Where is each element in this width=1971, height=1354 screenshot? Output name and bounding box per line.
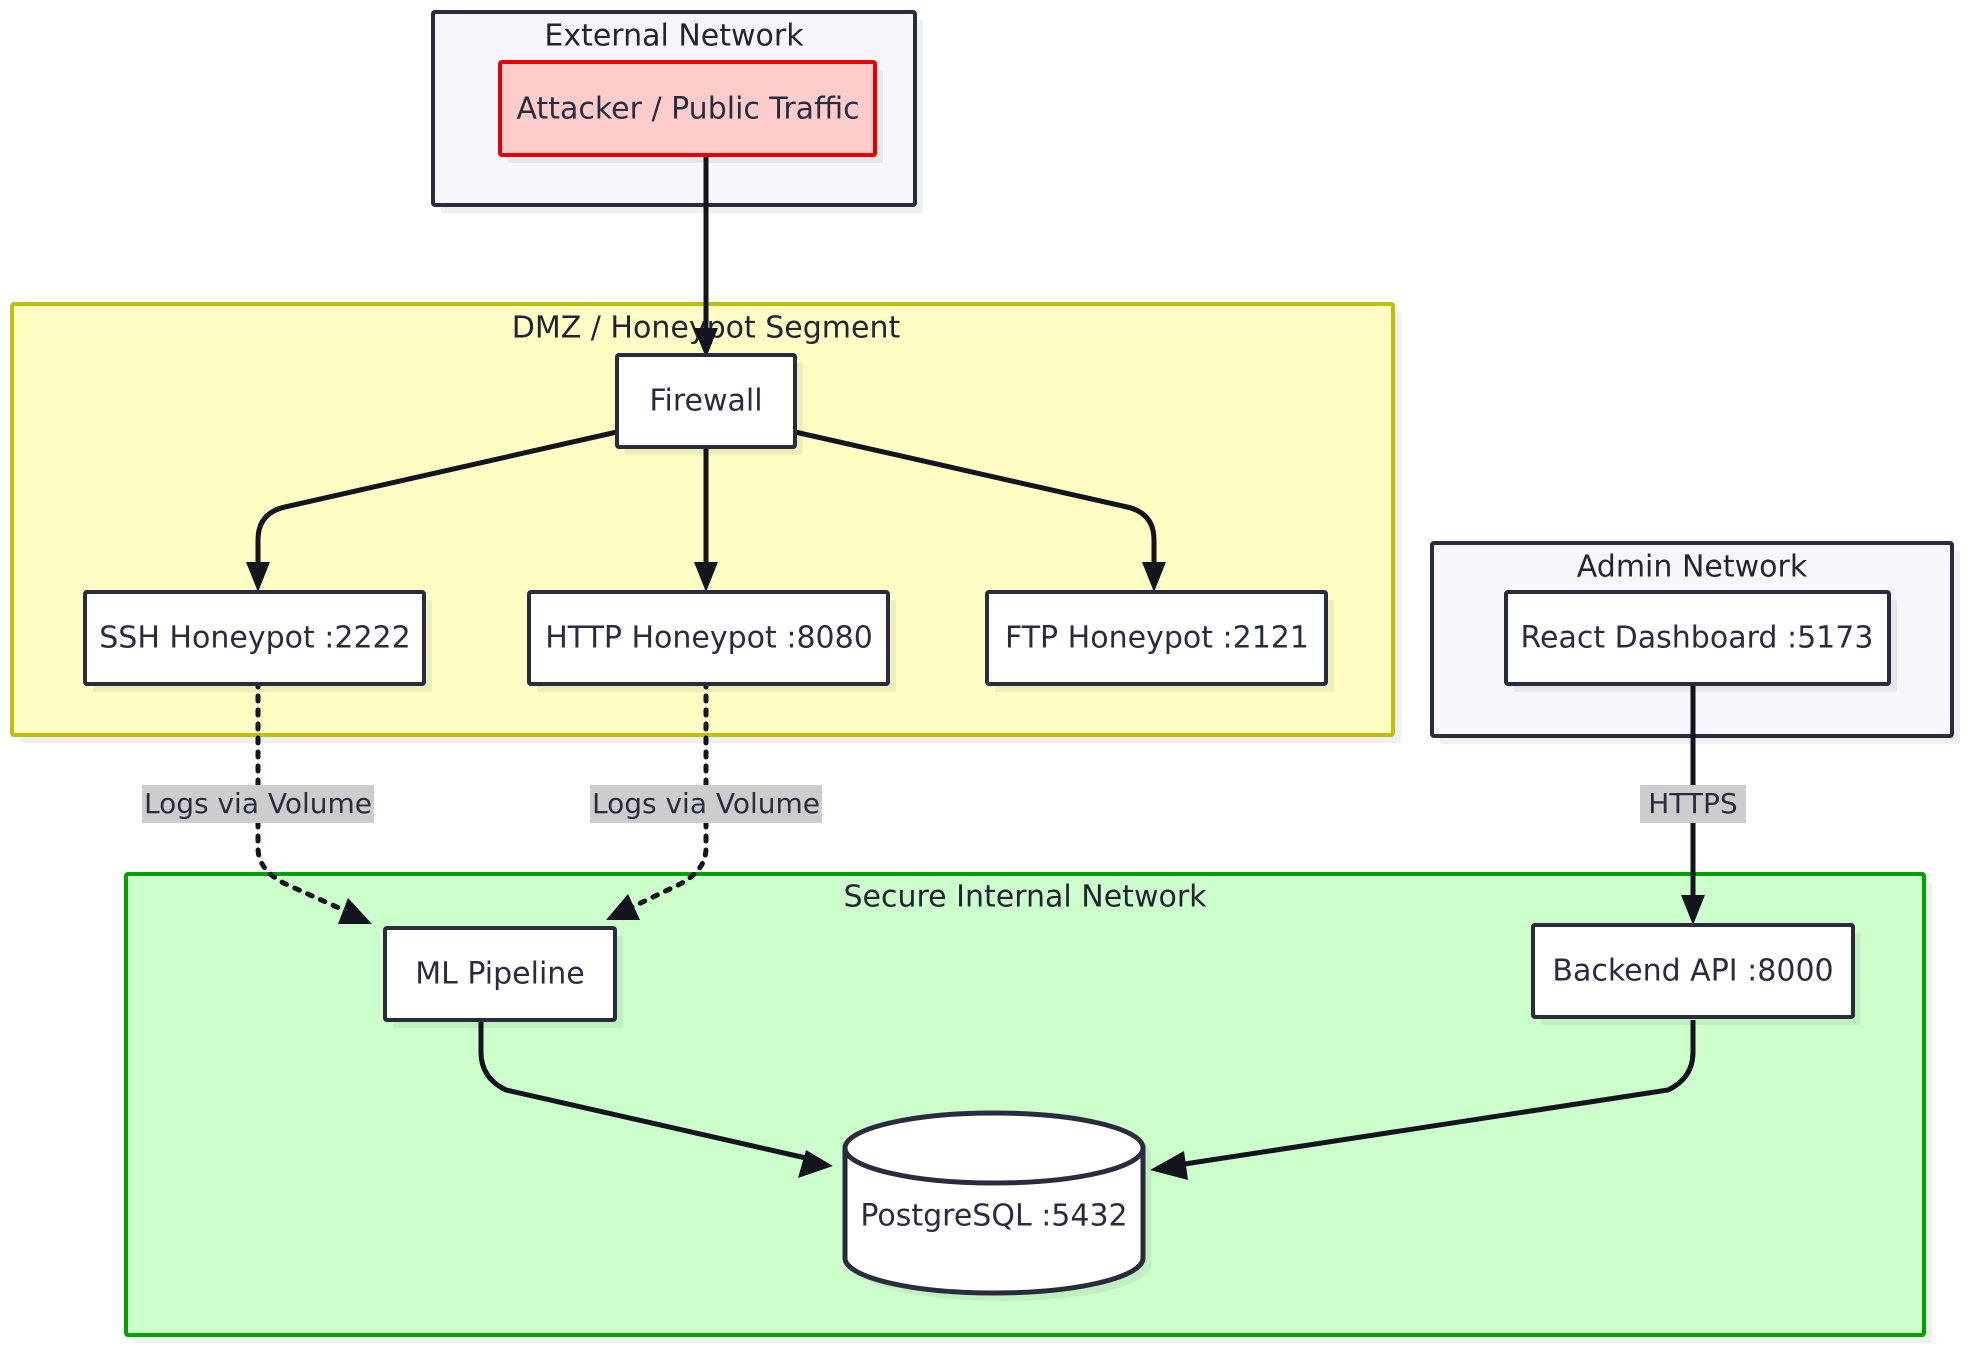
node-ssh-label: SSH Honeypot :2222 bbox=[99, 621, 410, 656]
edge-firewall-to-ftp bbox=[794, 429, 1166, 592]
edge-ssh-ml-arrowhead bbox=[338, 898, 372, 924]
node-db-cylinder-top[interactable] bbox=[842, 1110, 1146, 1186]
edge-http-to-ml bbox=[606, 679, 709, 920]
node-dashboard-box[interactable] bbox=[1504, 590, 1891, 686]
edge-firewall-ssh-arrowhead bbox=[246, 562, 270, 592]
edge-api-db-arrowhead bbox=[1150, 1151, 1188, 1180]
edge-http-ml-arrowhead bbox=[606, 894, 640, 920]
node-dashboard-label: React Dashboard :5173 bbox=[1521, 621, 1874, 656]
node-ml-pipeline[interactable]: ML Pipeline bbox=[383, 926, 623, 1028]
node-firewall-box[interactable] bbox=[615, 353, 797, 449]
cluster-external-label: External Network bbox=[544, 19, 804, 54]
edge-firewall-to-http bbox=[694, 447, 718, 592]
node-ssh-box[interactable] bbox=[83, 590, 426, 686]
edge-ssh-ml-path bbox=[255, 679, 351, 915]
node-firewall[interactable]: Firewall bbox=[615, 353, 803, 455]
edge-label-logs-via-volume-http: Logs via Volume bbox=[590, 785, 822, 823]
node-ftp-label: FTP Honeypot :2121 bbox=[1005, 621, 1309, 656]
node-http-label: HTTP Honeypot :8080 bbox=[545, 621, 873, 656]
edge-label-logs-2-bg bbox=[590, 785, 822, 823]
node-react-dashboard[interactable]: React Dashboard :5173 bbox=[1504, 590, 1897, 692]
edge-attacker-firewall-arrowhead bbox=[694, 328, 718, 358]
edge-attacker-to-firewall bbox=[694, 157, 718, 358]
cluster-admin-label: Admin Network bbox=[1577, 550, 1808, 585]
node-postgresql-database[interactable]: PostgreSQL :5432 bbox=[842, 1110, 1151, 1301]
node-firewall-label: Firewall bbox=[649, 384, 762, 419]
edge-firewall-http-arrowhead bbox=[694, 562, 718, 592]
cluster-secure-label: Secure Internal Network bbox=[843, 880, 1207, 915]
node-db-label: PostgreSQL :5432 bbox=[860, 1199, 1127, 1234]
edge-label-logs-2-text: Logs via Volume bbox=[592, 787, 820, 820]
node-backend-api[interactable]: Backend API :8000 bbox=[1531, 923, 1861, 1025]
node-api-box[interactable] bbox=[1531, 923, 1855, 1019]
edge-api-db-path bbox=[1177, 1020, 1696, 1168]
node-http-honeypot[interactable]: HTTP Honeypot :8080 bbox=[527, 590, 896, 692]
node-ml-box[interactable] bbox=[383, 926, 617, 1022]
node-attacker-box[interactable] bbox=[498, 60, 877, 157]
node-ssh-honeypot[interactable]: SSH Honeypot :2222 bbox=[83, 590, 432, 692]
node-attacker[interactable]: Attacker / Public Traffic bbox=[498, 60, 883, 163]
edge-firewall-to-ssh bbox=[246, 429, 618, 592]
edge-firewall-ftp-arrowhead bbox=[1142, 562, 1166, 592]
node-http-box[interactable] bbox=[527, 590, 890, 686]
node-api-label: Backend API :8000 bbox=[1552, 954, 1833, 989]
edge-firewall-ftp-path bbox=[794, 429, 1157, 572]
edge-ml-db-arrowhead bbox=[798, 1150, 833, 1178]
node-db-cylinder-body[interactable] bbox=[842, 1145, 1146, 1296]
edge-ssh-to-ml bbox=[255, 679, 372, 924]
edge-label-logs-via-volume-ssh: Logs via Volume bbox=[142, 785, 374, 823]
edge-api-to-db bbox=[1150, 1020, 1696, 1180]
edge-label-logs-1-bg bbox=[142, 785, 374, 823]
edge-ml-db-path bbox=[478, 1020, 807, 1161]
edge-label-https: HTTPS bbox=[1640, 785, 1746, 823]
node-ftp-box[interactable] bbox=[985, 590, 1328, 686]
edge-label-https-text: HTTPS bbox=[1648, 787, 1737, 820]
edge-label-logs-1-text: Logs via Volume bbox=[144, 787, 372, 820]
edge-http-ml-path bbox=[627, 679, 709, 911]
node-attacker-label: Attacker / Public Traffic bbox=[516, 92, 859, 127]
edge-dashboard-api-arrowhead bbox=[1681, 895, 1705, 925]
edge-label-https-bg bbox=[1640, 785, 1746, 823]
node-ftp-honeypot[interactable]: FTP Honeypot :2121 bbox=[985, 590, 1334, 692]
edge-ml-to-db bbox=[478, 1020, 833, 1178]
node-ml-label: ML Pipeline bbox=[415, 957, 585, 992]
edge-firewall-ssh-path bbox=[255, 429, 618, 572]
